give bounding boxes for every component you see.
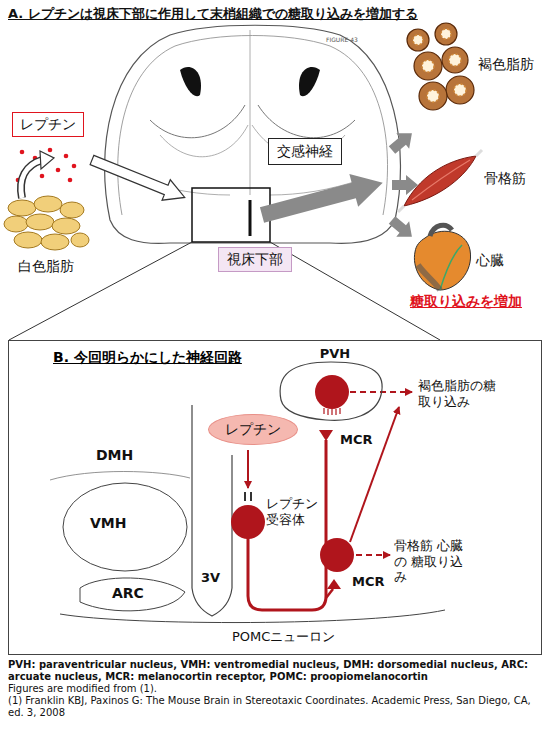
receptor-label: レプチン受容体	[266, 496, 322, 527]
footnote-block: PVH: paraventricular nucleus, VMH: ventr…	[8, 659, 542, 719]
nerve-box: 交感神経	[268, 138, 342, 165]
citation: (1) Franklin KBJ, Paxinos G: The Mouse B…	[8, 695, 542, 719]
target-label: 骨格筋 心臓の 糖取り込み	[394, 538, 464, 585]
organ-label: 骨格筋	[484, 170, 526, 187]
node-text: PVH	[276, 346, 394, 362]
node-text: レプチン	[225, 421, 281, 438]
organ-label: 白色脂肪	[18, 258, 74, 275]
node-text: 交感神経	[277, 143, 333, 160]
atlas-tag: FIGURE 43	[326, 36, 358, 43]
organ-label: 心臓	[476, 252, 504, 269]
nucleus-label: ARC	[112, 585, 144, 602]
neuron-label: POMCニューロン	[232, 629, 335, 645]
receptor-label: MCR	[340, 432, 373, 448]
effect-label: 糖取り込みを増加	[410, 293, 522, 310]
hormone-oval: レプチン	[208, 414, 298, 445]
target-label: 褐色脂肪の糖取り込み	[418, 378, 498, 409]
receptor-label: MCR	[352, 574, 385, 590]
nucleus-label: DMH	[96, 447, 133, 464]
region-box: 視床下部	[218, 247, 292, 272]
node-text: B. 今回明らかにした神経回路	[53, 349, 242, 366]
nucleus-region: PVH	[276, 345, 394, 425]
source-note: Figures are modified from (1).	[8, 683, 542, 695]
figure-title: A. レプチンは視床下部に作用して末梢組織での糖取り込みを増加する	[8, 6, 418, 22]
node-text: レプチン	[20, 116, 76, 133]
node-text: 視床下部	[227, 251, 283, 268]
hormone-box: レプチン	[12, 112, 84, 137]
nucleus-label: VMH	[90, 515, 126, 532]
brain-section	[105, 25, 401, 243]
organ-label: 褐色脂肪	[478, 56, 534, 73]
abbreviation-note: PVH: paraventricular nucleus, VMH: ventr…	[8, 659, 542, 683]
ventricle-label: 3V	[201, 570, 220, 586]
